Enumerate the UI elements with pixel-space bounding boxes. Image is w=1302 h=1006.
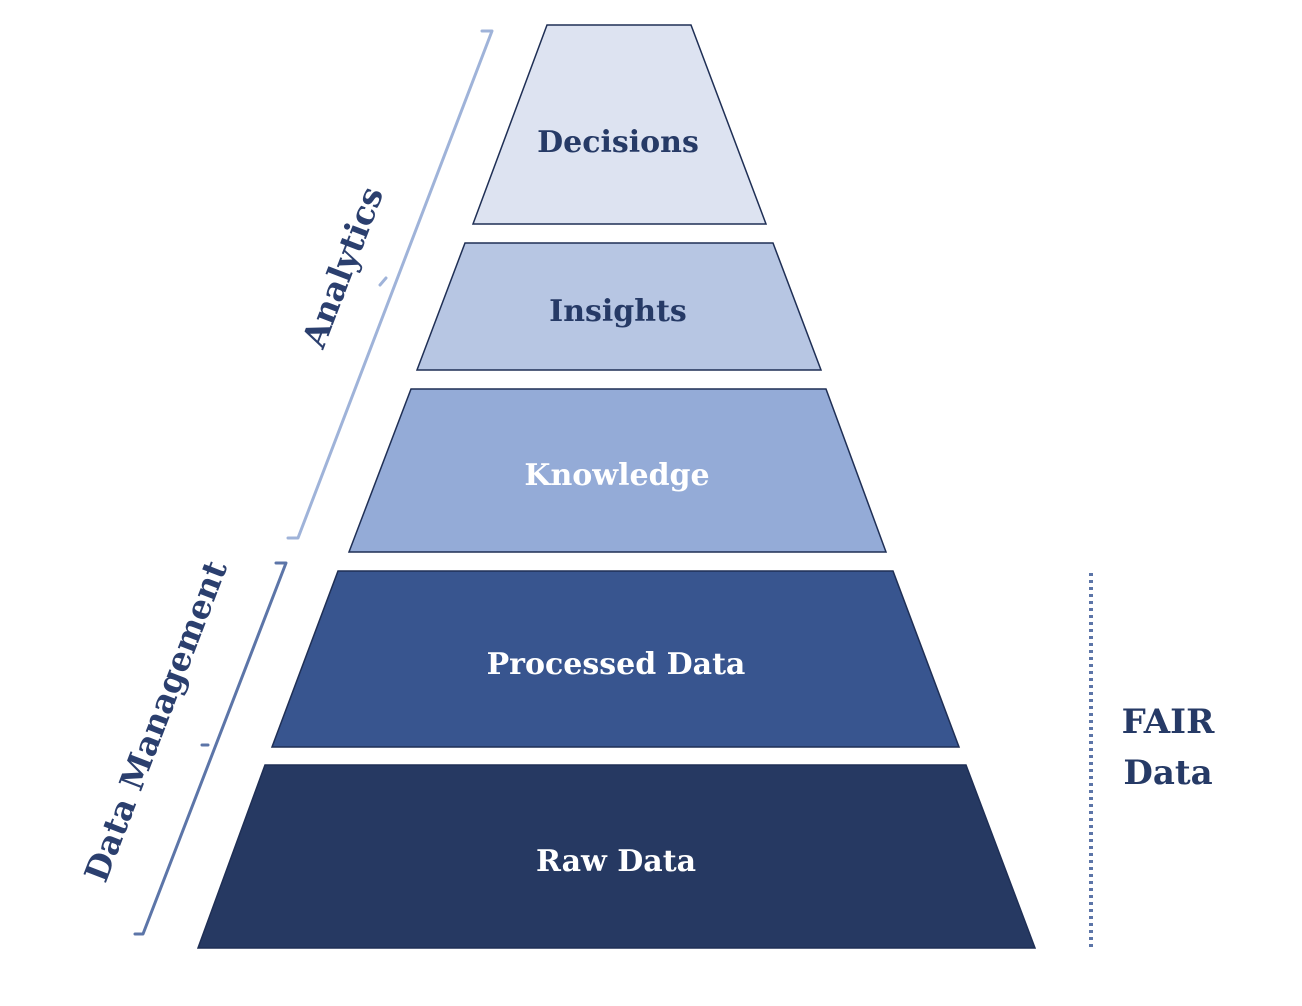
tier-insights-shape: [415, 242, 823, 371]
tier-processed-data-label: Processed Data: [487, 647, 746, 682]
tier-processed-data: Processed Data: [270, 570, 961, 748]
tier-insights-label: Insights: [549, 294, 687, 329]
analytics-bracket-line: [286, 29, 494, 540]
pyramid: Decisions Insights Knowledge Processed D…: [196, 24, 1037, 949]
tier-decisions-label: Decisions: [537, 125, 699, 160]
fair-label-line1: FAIR: [1122, 702, 1215, 742]
fair-label-line2: Data: [1123, 753, 1212, 793]
tier-raw-data-label: Raw Data: [536, 844, 696, 879]
tier-decisions-shape: [471, 24, 768, 225]
tier-decisions: Decisions: [471, 24, 768, 225]
data-management-label: Data Management: [76, 554, 235, 887]
tier-raw-data-shape: [196, 764, 1037, 949]
tier-knowledge-label: Knowledge: [524, 458, 709, 493]
analytics-label: Analytics: [294, 181, 391, 354]
data-management-bracket-line: [133, 561, 288, 936]
tier-insights: Insights: [415, 242, 823, 371]
tier-processed-data-shape: [270, 570, 961, 748]
fair-data-marker: FAIR Data: [1089, 573, 1215, 948]
tier-raw-data: Raw Data: [196, 764, 1037, 949]
tier-knowledge: Knowledge: [347, 388, 888, 553]
tier-knowledge-shape: [347, 388, 888, 553]
